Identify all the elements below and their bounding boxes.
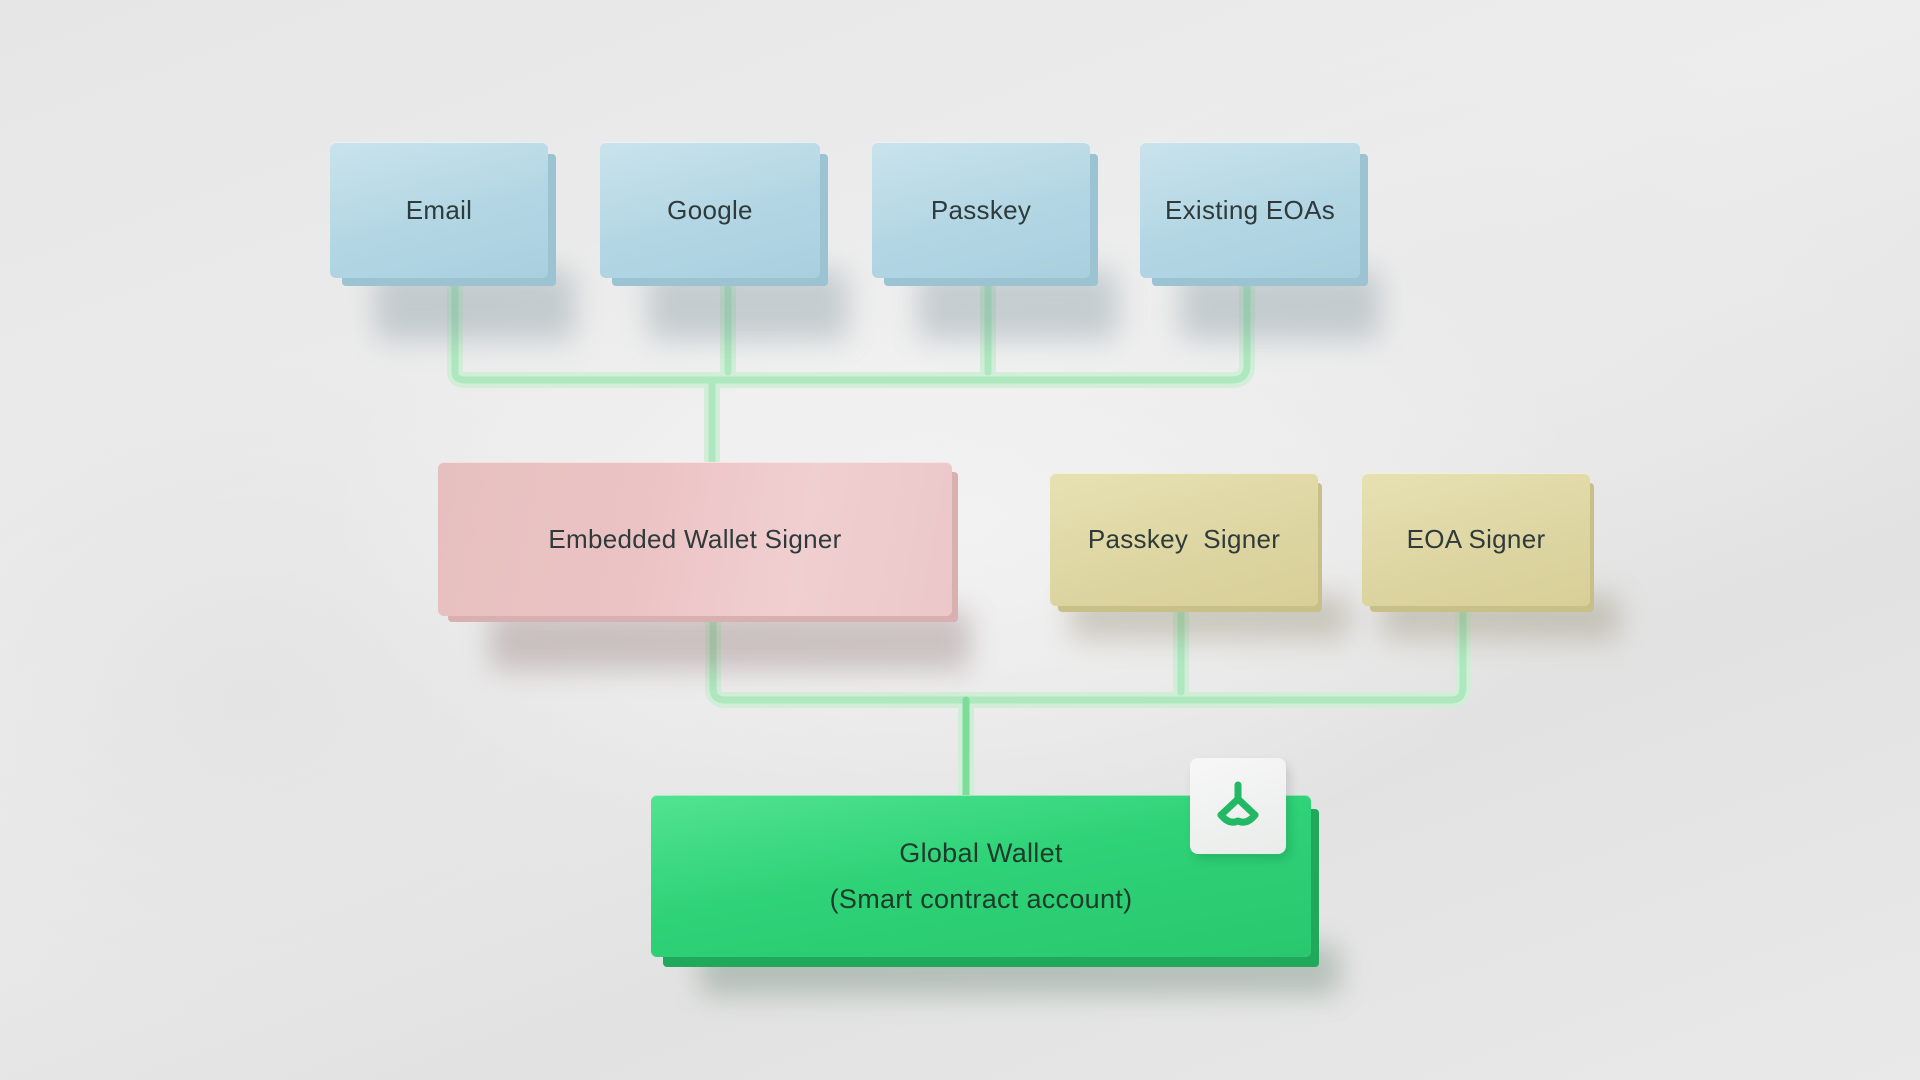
shadow-email [375,270,575,340]
passkey-label: Passkey [930,194,1032,225]
global-wallet-title: Global Wallet [899,838,1063,868]
connector-pipes-inner [451,281,1467,799]
passkey-signer-label: Passkey Signer [1087,524,1281,554]
shadow-passkey [918,270,1118,340]
global-wallet-logo-icon [1217,781,1259,826]
eoa-signer-box: EOA Signer [1362,473,1590,606]
email-label: Email [405,194,473,225]
global-wallet-subtitle: (Smart contract account) [829,884,1133,914]
shadow-embedded [490,610,970,670]
embedded-wallet-signer-box: Embedded Wallet Signer [438,462,952,616]
google-label: Google [667,194,753,225]
passkey-box: Passkey [872,142,1090,278]
passkey-signer-box: Passkey Signer [1050,473,1318,606]
eoa-signer-label: EOA Signer [1406,524,1546,554]
shadow-google [648,270,848,340]
existing-eoas-label: Existing EOAs [1164,194,1336,225]
global-wallet-logo-tile [1190,758,1286,854]
shadow-eoas [1180,270,1380,340]
email-box: Email [330,142,548,278]
existing-eoas-box: Existing EOAs [1140,142,1360,278]
google-box: Google [600,142,820,278]
embedded-wallet-signer-label: Embedded Wallet Signer [548,523,842,554]
